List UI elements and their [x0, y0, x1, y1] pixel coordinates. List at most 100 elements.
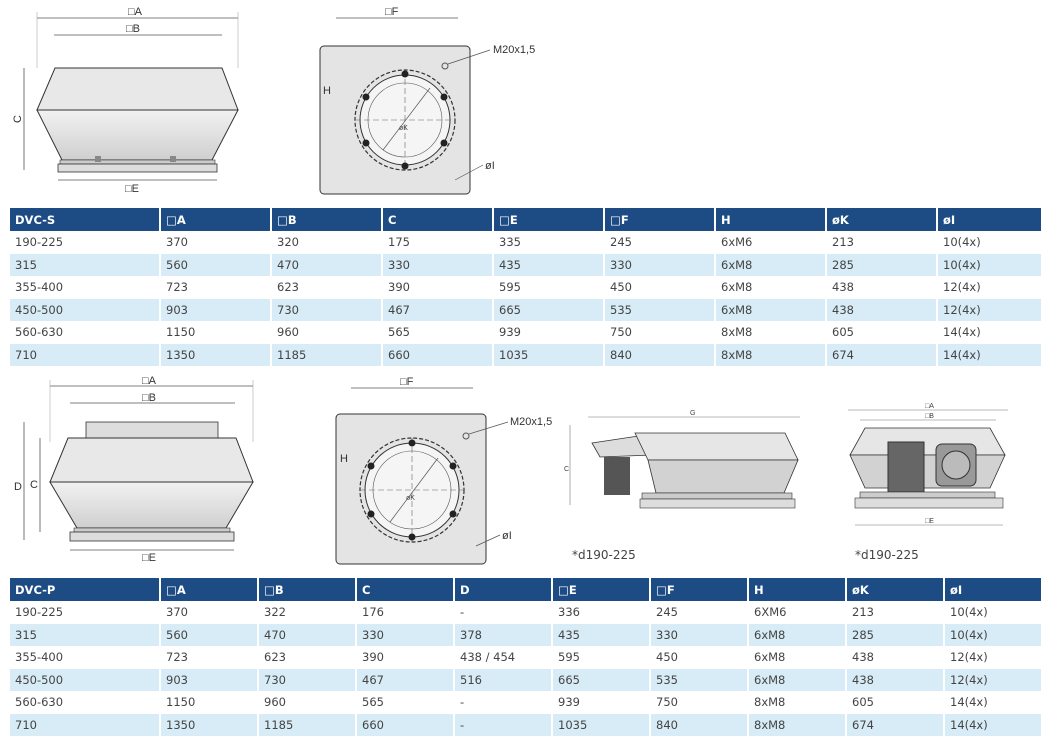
table-cell: 213 — [845, 601, 944, 624]
dim-h-label: H — [340, 453, 348, 465]
table-cell: 12(4x) — [943, 668, 1041, 691]
dim-f-label: □F — [385, 6, 399, 18]
table-cell: 6XM6 — [747, 601, 846, 624]
table-cell: 723 — [159, 276, 271, 299]
dim-e-label: □E — [125, 183, 139, 195]
dim-g-label: G — [690, 410, 695, 417]
dvc-p-top-drawing: □F øK M20x1,5 H øI — [335, 376, 552, 565]
column-header: C — [355, 578, 454, 601]
table-cell: 6xM8 — [747, 668, 846, 691]
table-cell: 903 — [159, 298, 271, 321]
size-note: *d190-225 — [572, 548, 636, 562]
dim-c-label: C — [12, 115, 24, 123]
dim-e-label: □E — [925, 518, 934, 525]
table-cell: 674 — [845, 713, 944, 736]
dim-a-label: □A — [128, 6, 143, 18]
table-cell: 470 — [257, 623, 356, 646]
table-cell: 322 — [257, 601, 356, 624]
table-cell: 12(4x) — [943, 646, 1041, 669]
table-cell: 330 — [649, 623, 748, 646]
table-cell: 605 — [845, 691, 944, 714]
table-cell: 10(4x) — [943, 601, 1041, 624]
dim-b-label: □B — [142, 392, 156, 404]
dim-k-label: øK — [399, 125, 408, 132]
table-cell: 960 — [270, 321, 382, 344]
table-cell: 355-400 — [15, 650, 64, 665]
table-cell: 285 — [845, 623, 944, 646]
table-cell: 1185 — [270, 343, 382, 366]
table-cell: 710 — [10, 713, 160, 736]
table-cell: 190-225 — [15, 235, 64, 250]
table-cell: 370 — [159, 601, 258, 624]
table-cell: 438 — [845, 668, 944, 691]
table-cell: 390 — [355, 646, 454, 669]
column-header: øI — [943, 578, 1041, 601]
column-header: □B — [270, 208, 382, 231]
table-cell: 176 — [355, 601, 454, 624]
table-cell: 390 — [381, 276, 493, 299]
table-cell: 6xM8 — [714, 298, 826, 321]
table-cell: 535 — [603, 298, 715, 321]
column-header: □A — [159, 208, 271, 231]
table-cell: 1350 — [159, 343, 271, 366]
table-cell: 8xM8 — [714, 321, 826, 344]
column-header: □B — [257, 578, 356, 601]
table-cell: 723 — [159, 646, 258, 669]
dim-d-label: D — [14, 481, 22, 493]
table-cell: 438 — [825, 298, 937, 321]
dim-i-label: øI — [502, 530, 512, 542]
dim-a-label: □A — [142, 375, 157, 387]
table-cell: 605 — [825, 321, 937, 344]
table-cell: 730 — [270, 298, 382, 321]
dim-i-label: øI — [485, 160, 495, 172]
small-front-drawing: □A □B □E — [848, 403, 1008, 526]
dvc-s-top-drawing: □F øK M20x1,5 H øI — [319, 6, 535, 195]
table-cell: 730 — [257, 668, 356, 691]
table-cell: 595 — [492, 276, 604, 299]
table-cell: 435 — [492, 253, 604, 276]
table-cell: 335 — [492, 231, 604, 254]
table-cell: - — [453, 601, 552, 624]
table-cell: 1185 — [257, 713, 356, 736]
table-cell: 285 — [825, 253, 937, 276]
table-cell: 660 — [381, 343, 493, 366]
table-cell: 14(4x) — [943, 691, 1041, 714]
table-cell: - — [453, 691, 552, 714]
table-cell: 320 — [270, 231, 382, 254]
table-cell: 1150 — [159, 321, 271, 344]
table-cell: 315 — [10, 253, 160, 276]
table-cell: 438 / 454 — [453, 646, 552, 669]
column-header: □F — [603, 208, 715, 231]
column-header: øK — [825, 208, 937, 231]
column-header: øK — [845, 578, 944, 601]
column-header: C — [381, 208, 493, 231]
table-cell: 960 — [257, 691, 356, 714]
table-cell: 750 — [603, 321, 715, 344]
table-cell: 939 — [492, 321, 604, 344]
table-cell: 355-400 — [15, 280, 64, 295]
table-cell: 560-630 — [15, 325, 64, 340]
m20-label: M20x1,5 — [493, 44, 535, 56]
table-cell: 674 — [825, 343, 937, 366]
table-cell: 378 — [453, 623, 552, 646]
table-cell: 6xM6 — [714, 231, 826, 254]
table-cell: 12(4x) — [936, 276, 1041, 299]
table-cell: 315 — [10, 623, 160, 646]
dim-k-label: øK — [406, 495, 415, 502]
dim-b-label: □B — [925, 413, 934, 420]
column-header: □E — [551, 578, 650, 601]
table-cell: 8xM8 — [747, 691, 846, 714]
table-cell: 330 — [603, 253, 715, 276]
table-cell: 560-630 — [15, 695, 64, 710]
table-cell: 710 — [10, 343, 160, 366]
table-cell: 370 — [159, 231, 271, 254]
column-header: DVC-S — [10, 208, 160, 231]
column-header: H — [747, 578, 846, 601]
